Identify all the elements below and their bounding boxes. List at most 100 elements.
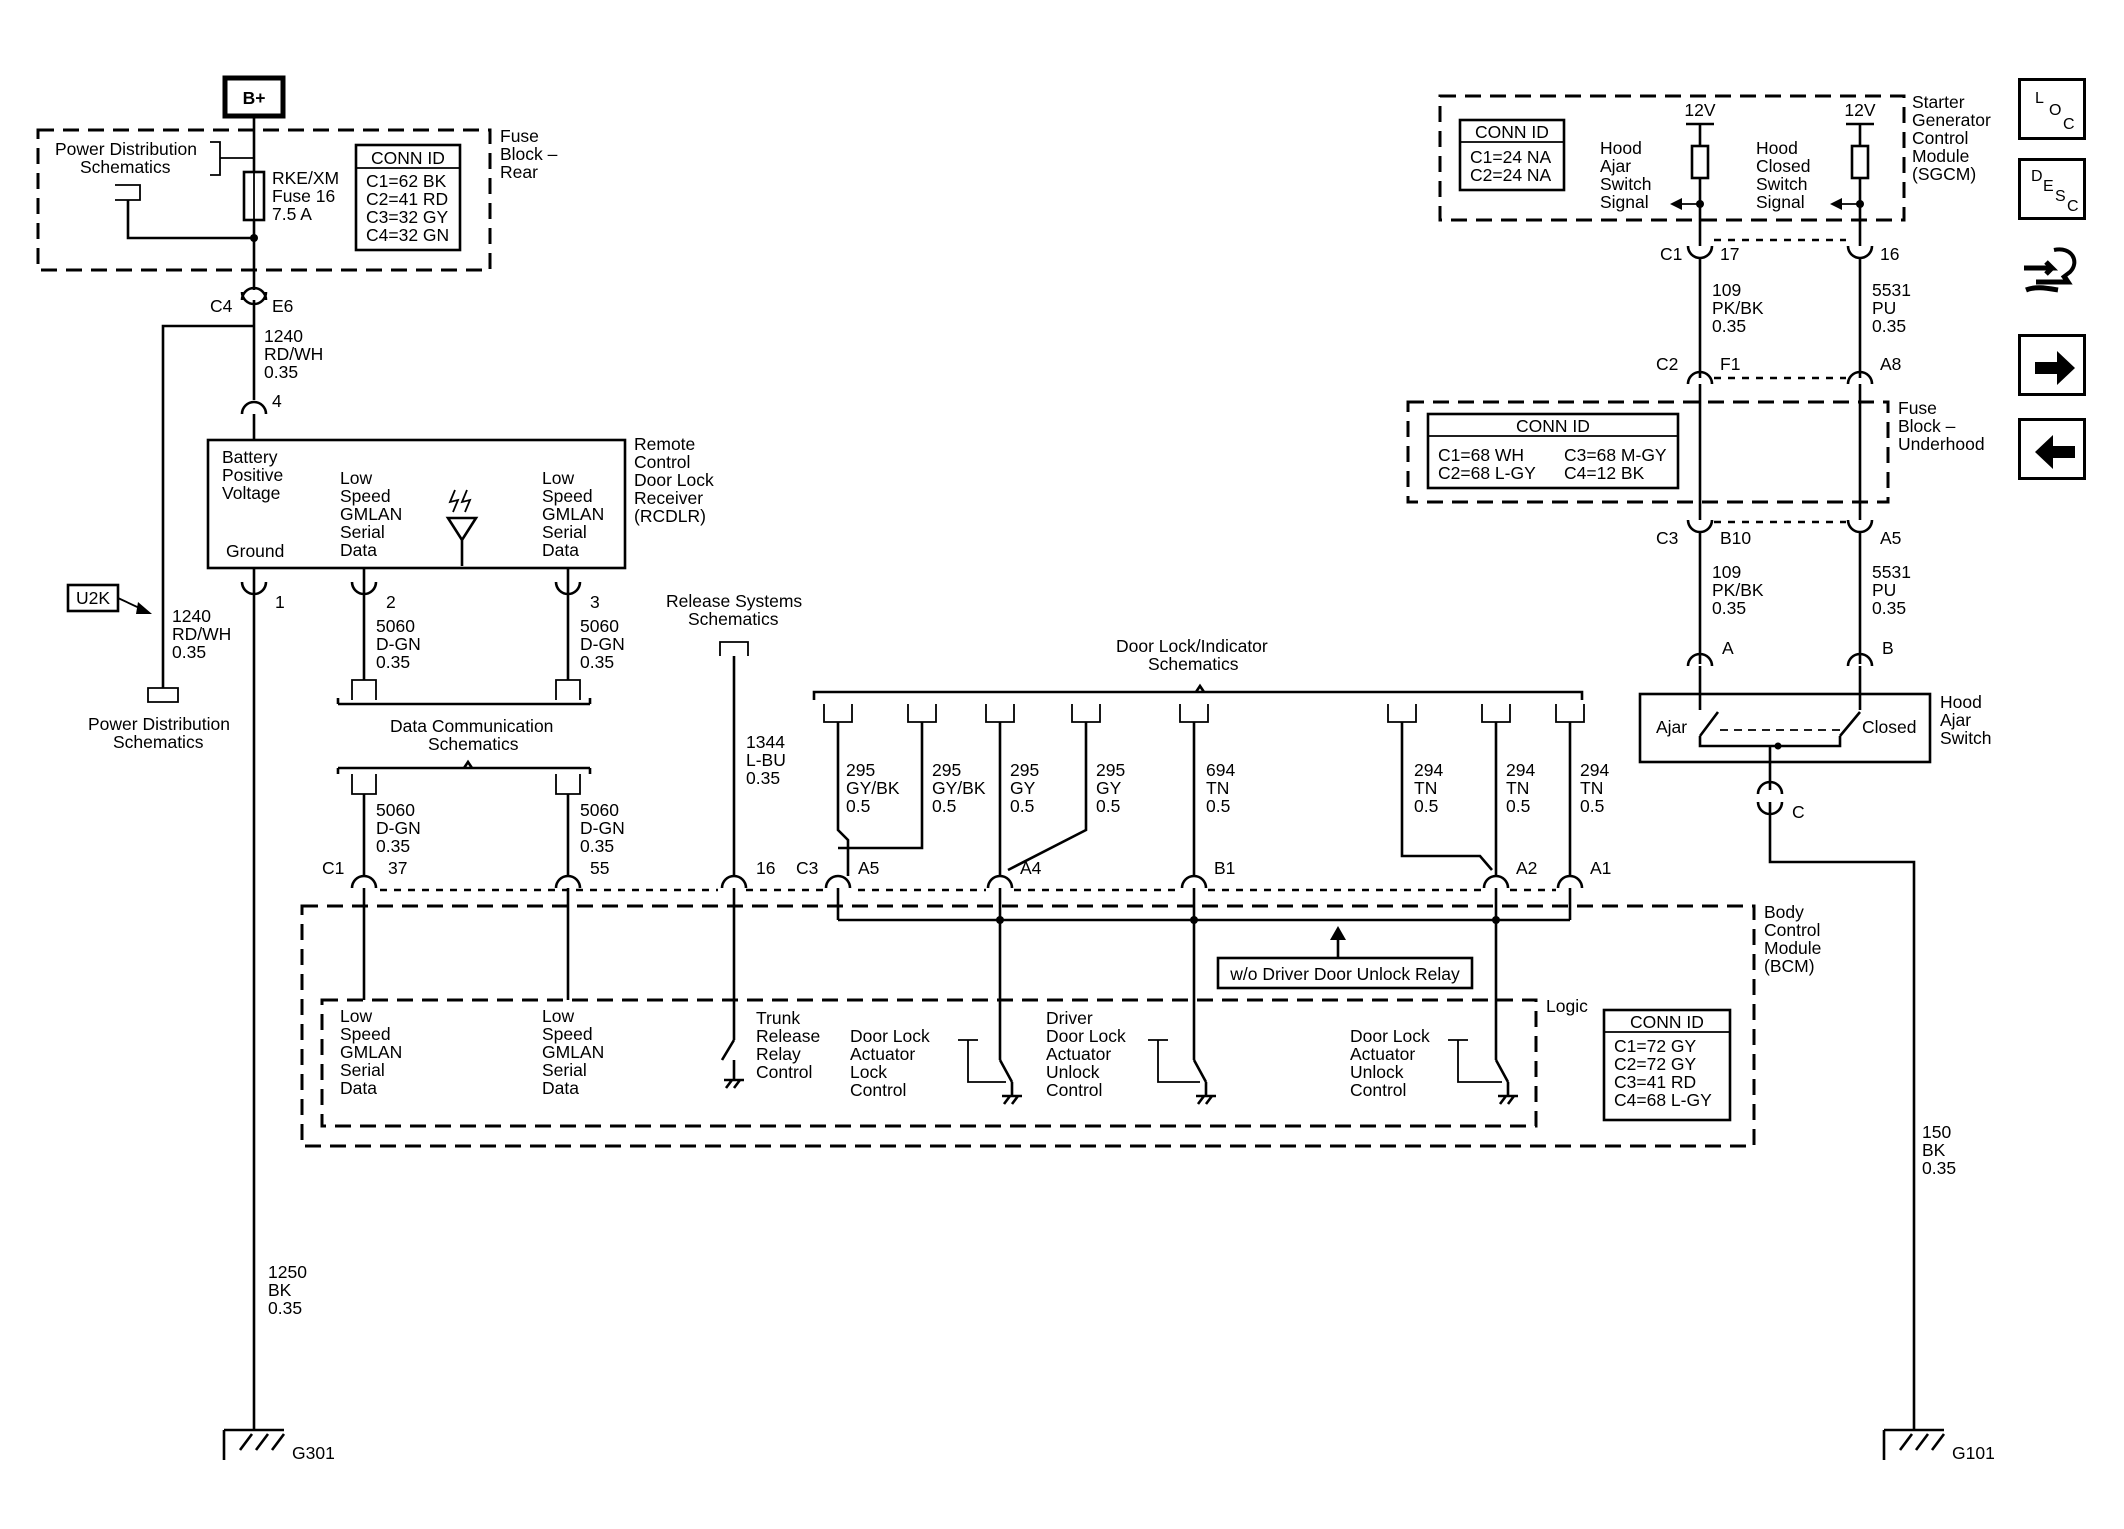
svg-text:Schematics: Schematics [688, 609, 779, 629]
door-lock-indicator-link[interactable]: Door Lock/Indicator Schematics [1116, 636, 1268, 674]
svg-text:Speed: Speed [340, 1024, 391, 1044]
hood-ajar-switch-title: Hood Ajar Switch [1940, 692, 1992, 748]
bcm-pin-37: 37 [388, 858, 407, 878]
hood-ajar-switch-box [1638, 692, 1932, 764]
svg-text:Serial: Serial [542, 1060, 587, 1080]
fuse-rear-out-pin: E6 [272, 296, 293, 316]
svg-text:5060: 5060 [580, 800, 619, 820]
rcdlr-box [206, 438, 627, 570]
svg-text:Control: Control [1046, 1080, 1102, 1100]
svg-text:0.5: 0.5 [932, 796, 956, 816]
pullup-resistor-1-icon [1690, 144, 1710, 180]
svg-text:0.5: 0.5 [846, 796, 870, 816]
sgcm-title: Starter Generator Control Module (SGCM) [1912, 92, 1991, 184]
svg-text:C1=62 BK: C1=62 BK [366, 171, 447, 191]
svg-text:Data: Data [542, 540, 579, 560]
svg-text:Fuse 16: Fuse 16 [272, 186, 335, 206]
fuse-16-label: RKE/XM Fuse 16 7.5 A [272, 168, 339, 224]
svg-text:Trunk: Trunk [756, 1008, 800, 1028]
svg-text:7.5 A: 7.5 A [272, 204, 312, 224]
previous-arrow-button[interactable] [2018, 418, 2086, 480]
bcm-pin-a4: A4 [1020, 858, 1042, 878]
fuse-rear-conn-id-table [354, 143, 462, 252]
connector-view-icon[interactable] [2018, 238, 2086, 308]
svg-text:Closed: Closed [1756, 156, 1810, 176]
next-arrow-button[interactable] [2018, 334, 2086, 396]
svg-text:694: 694 [1206, 760, 1235, 780]
svg-text:Control: Control [756, 1062, 812, 1082]
loc-letter-l: L [2035, 90, 2044, 107]
ground-g301-label: G301 [292, 1443, 335, 1463]
svg-text:Starter: Starter [1912, 92, 1965, 112]
svg-text:0.35: 0.35 [580, 836, 614, 856]
sgcm-12v-1: 12V [1684, 100, 1715, 120]
svg-text:Switch: Switch [1756, 174, 1808, 194]
bcm-driver-label: Driver Door Lock Actuator Unlock Control [1046, 1008, 1126, 1100]
wire-1240-left: 1240 RD/WH 0.35 [172, 606, 231, 662]
svg-text:Generator: Generator [1912, 110, 1991, 130]
wire-294-3: 294 TN 0.5 [1580, 760, 1609, 816]
svg-text:150: 150 [1922, 1122, 1951, 1142]
bcm-outline [300, 904, 1756, 1148]
bcm-conn-id-table [1602, 1008, 1732, 1122]
data-communication-link[interactable]: Data Communication Schematics [390, 716, 553, 754]
fuse-block-underhood-outline [1406, 400, 1890, 504]
bcm-lock-label: Door Lock Actuator Lock Control [850, 1026, 930, 1100]
svg-text:Hood: Hood [1600, 138, 1642, 158]
fuse-hood-pin-f1: F1 [1720, 354, 1740, 374]
loc-button[interactable]: L O C [2018, 78, 2086, 140]
fuse-hood-pin-b10: B10 [1720, 528, 1751, 548]
sgcm-pin-16: 16 [1880, 244, 1899, 264]
svg-text:PU: PU [1872, 298, 1896, 318]
svg-text:1240: 1240 [264, 326, 303, 346]
svg-text:L-BU: L-BU [746, 750, 786, 770]
hood-switch-contacts-icon [1698, 711, 1861, 750]
sgcm-pin-17: 17 [1720, 244, 1739, 264]
power-distribution-link-bottom[interactable]: Power Distribution Schematics [88, 714, 230, 752]
svg-text:Ajar: Ajar [1600, 156, 1631, 176]
svg-text:295: 295 [1096, 760, 1125, 780]
rcdlr-title: Remote Control Door Lock Receiver (RCDLR… [634, 434, 714, 526]
wire-295-3: 295 GY 0.5 [1010, 760, 1039, 816]
svg-text:GMLAN: GMLAN [340, 1042, 402, 1062]
svg-text:D-GN: D-GN [376, 818, 421, 838]
svg-text:TN: TN [1206, 778, 1229, 798]
svg-text:109: 109 [1712, 280, 1741, 300]
svg-text:(SGCM): (SGCM) [1912, 164, 1976, 184]
rcdlr-lsg2-label: Low Speed GMLAN Serial Data [542, 468, 604, 560]
svg-text:Hood: Hood [1940, 692, 1982, 712]
svg-text:Switch: Switch [1940, 728, 1992, 748]
svg-text:0.35: 0.35 [1712, 316, 1746, 336]
desc-button[interactable]: D E S C [2018, 158, 2086, 220]
wire-5060-d: 5060 D-GN 0.35 [580, 800, 625, 856]
svg-text:Module: Module [1764, 938, 1821, 958]
svg-text:TN: TN [1580, 778, 1603, 798]
wire-1344: 1344 L-BU 0.35 [746, 732, 786, 788]
svg-text:Relay: Relay [756, 1044, 801, 1064]
svg-text:C2=68 L-GY: C2=68 L-GY [1438, 463, 1536, 483]
svg-text:C3=41 RD: C3=41 RD [1614, 1072, 1696, 1092]
svg-text:5060: 5060 [376, 616, 415, 636]
sgcm-outline [1438, 94, 1906, 222]
antenna-icon [445, 489, 479, 566]
bcm-pin-a2: A2 [1516, 858, 1537, 878]
svg-text:Door Lock: Door Lock [1046, 1026, 1126, 1046]
rcdlr-pin-gnd: 1 [275, 592, 285, 612]
fuse-hood-pin-a8: A8 [1880, 354, 1901, 374]
wire-109-b: 109 PK/BK 0.35 [1712, 562, 1764, 618]
bcm-conn-c1: C1 [322, 858, 344, 878]
power-distribution-link-top[interactable]: Power Distribution Schematics [55, 139, 197, 177]
bcm-title: Body Control Module (BCM) [1764, 902, 1821, 976]
wire-1240-top: 1240 RD/WH 0.35 [264, 326, 323, 382]
svg-text:0.35: 0.35 [376, 652, 410, 672]
svg-text:CONN ID: CONN ID [1475, 122, 1549, 142]
wire-5531-b: 5531 PU 0.35 [1872, 562, 1911, 618]
release-systems-link[interactable]: Release Systems Schematics [666, 591, 802, 629]
svg-text:295: 295 [932, 760, 961, 780]
svg-text:Lock: Lock [850, 1062, 887, 1082]
wire-5060-b: 5060 D-GN 0.35 [580, 616, 625, 672]
svg-text:Low: Low [340, 468, 372, 488]
driver-unlock-switch-icon [1148, 1039, 1216, 1105]
svg-text:GMLAN: GMLAN [340, 504, 402, 524]
